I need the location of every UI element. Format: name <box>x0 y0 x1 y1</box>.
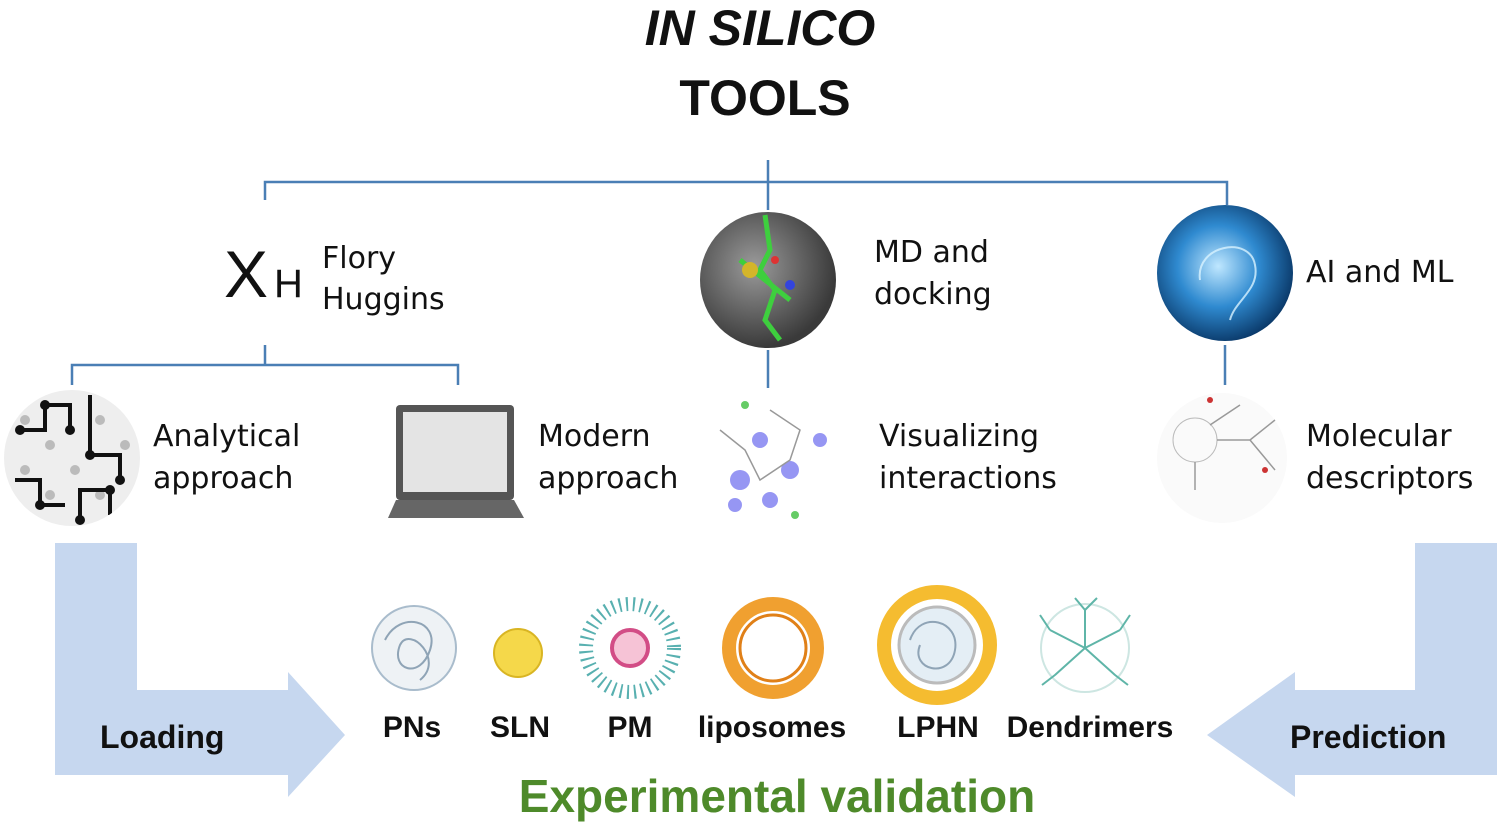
flory-label-2: Huggins <box>322 282 445 317</box>
footer-experimental-validation: Experimental validation <box>519 770 1035 822</box>
lphn-icon <box>877 585 997 705</box>
chi-subscript: H <box>274 262 303 306</box>
visualizing-label-2: interactions <box>879 461 1057 496</box>
np-label-pns: PNs <box>383 711 441 744</box>
ai-label: AI and ML <box>1306 255 1454 290</box>
descriptors-label-2: descriptors <box>1306 461 1473 496</box>
md-label-1: MD and <box>874 235 989 270</box>
analytical-label-1: Analytical <box>153 419 300 454</box>
pm-icon <box>579 597 681 699</box>
prediction-arrow <box>1207 543 1497 797</box>
visualizing-label-1: Visualizing <box>879 419 1039 454</box>
md-label-2: docking <box>874 277 992 312</box>
loading-label: Loading <box>100 719 224 755</box>
lattice-icon <box>4 390 140 526</box>
dendrimer-icon <box>1039 597 1131 693</box>
np-label-dendrimers: Dendrimers <box>1007 711 1174 744</box>
descriptors-label-1: Molecular <box>1306 419 1452 454</box>
liposome-icon <box>722 597 824 699</box>
sln-icon <box>493 628 543 678</box>
title-line1: IN SILICO <box>645 0 876 56</box>
modern-label-1: Modern <box>538 419 651 454</box>
tree-connectors <box>70 160 1229 388</box>
flory-label-1: Flory <box>322 241 396 276</box>
laptop-icon <box>388 405 524 518</box>
np-label-pm: PM <box>608 711 653 744</box>
chi-h-icon: X H <box>224 237 303 311</box>
prediction-label: Prediction <box>1290 719 1446 755</box>
md-docking-icon <box>700 212 836 348</box>
title-line2: TOOLS <box>679 70 850 126</box>
np-label-sln: SLN <box>490 711 550 744</box>
np-label-liposomes: liposomes <box>698 711 846 744</box>
np-label-lphn: LPHN <box>897 711 979 744</box>
interaction-map-icon <box>706 396 830 520</box>
ai-brain-icon <box>1157 205 1293 341</box>
chi-symbol: X <box>224 237 268 311</box>
loading-arrow <box>55 543 345 797</box>
descriptor-diagram-icon <box>1157 393 1287 523</box>
modern-label-2: approach <box>538 461 678 496</box>
pns-icon <box>371 605 457 691</box>
analytical-label-2: approach <box>153 461 293 496</box>
